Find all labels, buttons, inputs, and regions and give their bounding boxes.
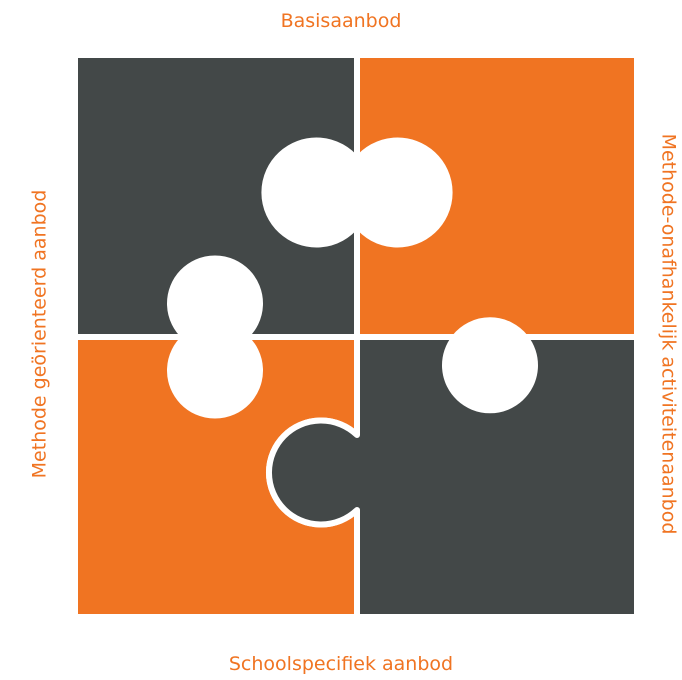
puzzle-piece-bottom-right <box>266 334 640 620</box>
puzzle-piece-top-left <box>72 52 360 340</box>
label-bottom: Schoolspecifiek aanbod <box>228 653 454 675</box>
label-top: Basisaanbod <box>280 10 402 32</box>
puzzle-piece-top-right <box>354 52 640 340</box>
